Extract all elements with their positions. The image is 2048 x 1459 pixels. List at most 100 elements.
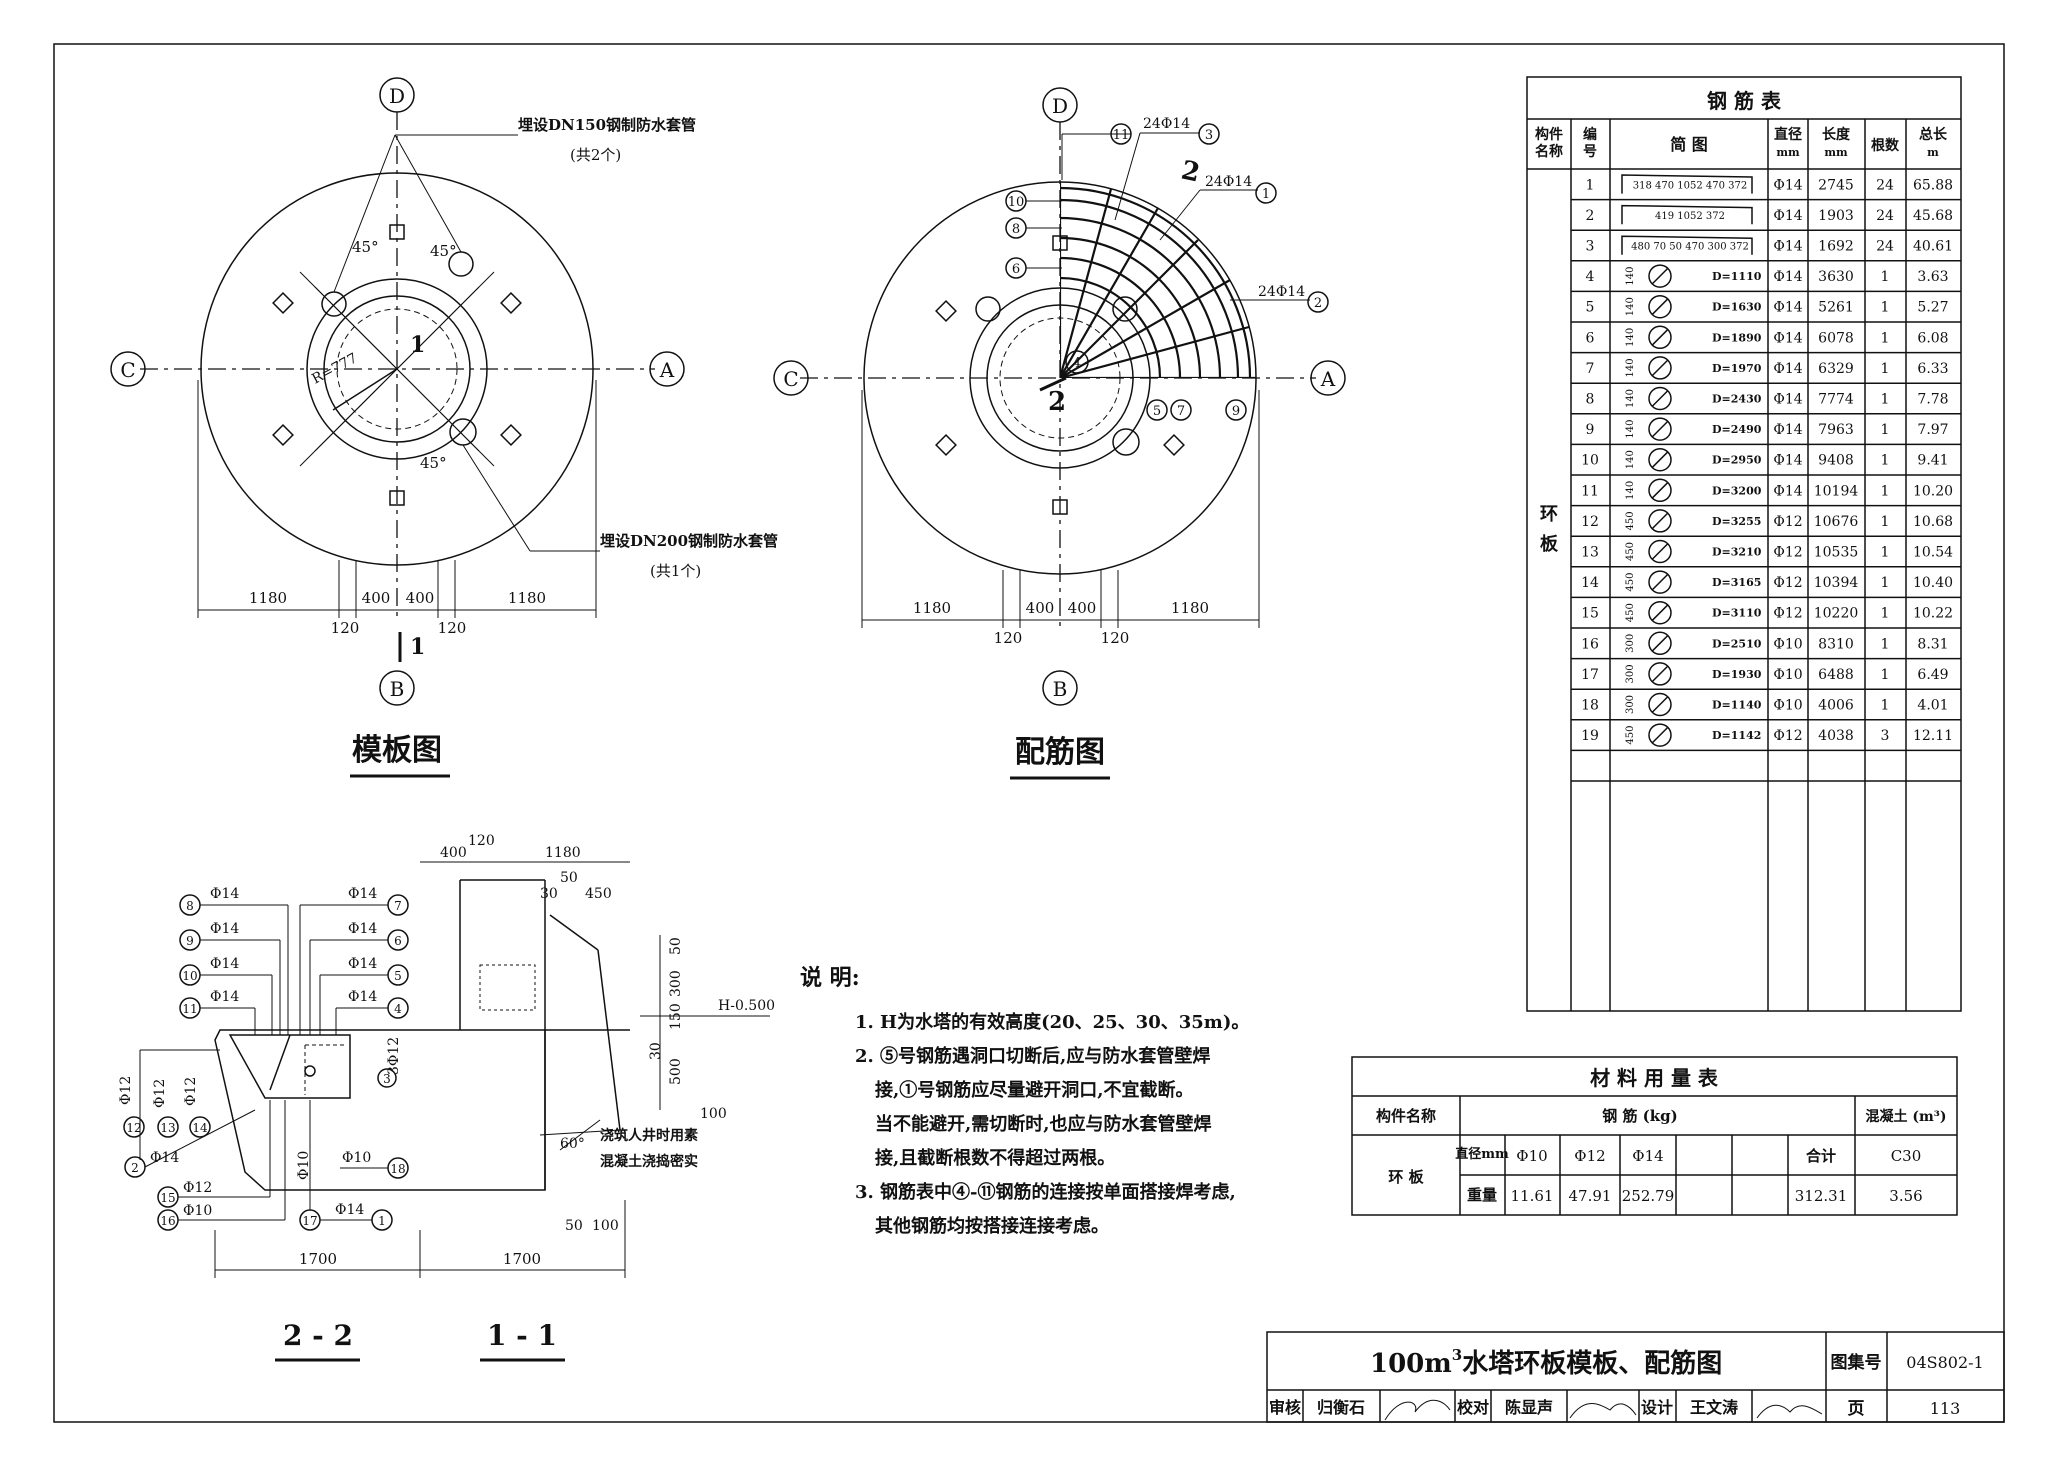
svg-text:1: 1 [410,634,425,660]
rebar-axis-label-d: D [1052,94,1068,118]
svg-text:1180: 1180 [508,589,546,607]
svg-text:11: 11 [182,1002,197,1016]
axis-label-d: D [389,84,405,108]
svg-text:1180: 1180 [913,599,951,617]
svg-text:1180: 1180 [1171,599,1209,617]
svg-text:9: 9 [1232,404,1240,419]
svg-text:1180: 1180 [249,589,287,607]
row-no: 4 [1586,269,1595,285]
section-left-callouts: 8 Φ14 9 Φ14 10 Φ14 11 Φ14 [179,886,289,1035]
note-dn150: 埋设DN150钢制防水套管 [518,116,696,134]
material-table-title: 材 料 用 量 表 [1590,1066,1719,1090]
svg-text:11.61: 11.61 [1511,1187,1554,1205]
rebar-section-mark-bottom: 2 [1048,387,1066,417]
col-member: 构件名称 [1535,126,1563,160]
svg-text:Φ12: Φ12 [183,1077,199,1106]
row-total: 7.78 [1917,392,1948,408]
row-total: 65.88 [1913,177,1953,193]
row-length: 10194 [1814,483,1859,499]
row-no: 1 [1586,177,1595,193]
row-total: 8.31 [1917,636,1948,652]
row-diameter: Φ12 [1773,728,1802,744]
row-total: 40.61 [1913,239,1953,255]
svg-text:校对: 校对 [1457,1398,1489,1417]
signature-check [1569,1403,1637,1419]
svg-text:归衡石: 归衡石 [1317,1398,1365,1417]
row-ring-diameter: D=1142 [1712,729,1761,742]
svg-text:Φ14: Φ14 [348,989,377,1005]
svg-text:陈显声: 陈显声 [1505,1398,1553,1417]
row-ring-diameter: D=2950 [1712,454,1762,467]
row-ring-diameter: D=3210 [1712,546,1762,559]
drawing-title: 100m3水塔环板模板、配筋图 [1370,1346,1722,1379]
note-3a: 3. 钢筋表中④-⑪钢筋的连接按单面搭接焊考虑, [855,1181,1236,1203]
section-view: 50 300 150 30 500 100 H-0.500 60° 浇筑人井时用… [118,833,775,1362]
svg-text:Φ10: Φ10 [296,1151,312,1180]
page-number: 113 [1930,1399,1961,1418]
row-length: 10676 [1814,514,1859,530]
row-sketch-dims: 419 1052 372 [1655,211,1725,222]
svg-text:450: 450 [585,886,612,902]
member-huanban: 环板 [1540,504,1559,555]
material-table: 材 料 用 量 表 构件名称 钢 筋 (kg) 混凝土 (m³) 环 板 直径m… [1351,1056,1958,1216]
row-ring-diameter: D=1890 [1712,331,1762,344]
row-sketch-dim: 140 [1625,389,1636,408]
ring-sketch-icon [1648,570,1672,594]
section-slab-2-2 [214,1029,546,1191]
svg-text:Φ10: Φ10 [183,1203,212,1219]
svg-text:3: 3 [383,1072,391,1086]
svg-text:构件名称: 构件名称 [1376,1107,1436,1125]
row-diameter: Φ12 [1773,514,1802,530]
svg-text:Φ12: Φ12 [1574,1147,1605,1165]
note-3b: 其他钢筋均按搭接连接考虑。 [875,1215,1109,1237]
row-total: 10.40 [1913,575,1953,591]
row-sketch-dim: 140 [1625,420,1636,439]
svg-text:2: 2 [131,1161,139,1175]
svg-text:120: 120 [1101,629,1130,647]
row-count: 1 [1881,483,1890,499]
row-no: 5 [1586,300,1595,316]
axis-bubble-b [379,670,415,706]
ring-sketch-icon [1648,264,1672,288]
row-total: 10.20 [1913,483,1953,499]
svg-text:500: 500 [668,1058,684,1085]
row-diameter: Φ12 [1773,606,1802,622]
svg-text:50: 50 [565,1218,583,1234]
svg-text:钢 筋 (kg): 钢 筋 (kg) [1602,1107,1678,1125]
row-no: 15 [1581,606,1599,622]
svg-text:1180: 1180 [545,845,581,861]
svg-text:8: 8 [1012,222,1020,237]
rebar-view: D C A B 24Φ14 24Φ14 24Φ14 11 3 1 10 8 6 … [773,87,1346,780]
rebar-label-24phi14-a: 24Φ14 [1143,116,1190,132]
svg-text:7: 7 [1177,404,1185,419]
row-sketch-dim: 450 [1625,573,1636,592]
svg-text:2: 2 [1314,296,1322,311]
row-count: 1 [1881,698,1890,714]
svg-text:1700: 1700 [299,1250,337,1268]
row-total: 9.41 [1917,453,1948,469]
angle-60: 60° [560,1136,585,1152]
ring-sketch-icon [1648,692,1672,717]
svg-text:7: 7 [394,899,402,913]
svg-text:总长m: 总长m [1919,126,1948,159]
svg-text:14: 14 [192,1121,208,1135]
row-diameter: Φ14 [1773,208,1802,224]
svg-text:1: 1 [1262,187,1270,202]
svg-text:252.79: 252.79 [1622,1187,1675,1205]
note-2d: 接,且截断根数不得超过两根。 [875,1147,1115,1169]
svg-text:10: 10 [182,969,197,983]
svg-text:Φ14: Φ14 [335,1202,364,1218]
ring-sketch-icon [1648,447,1672,472]
svg-text:18: 18 [390,1162,405,1176]
svg-text:页: 页 [1848,1399,1865,1419]
row-total: 7.97 [1917,422,1948,438]
row-ring-diameter: D=3165 [1712,576,1761,589]
svg-text:Φ14: Φ14 [210,886,239,902]
row-ring-diameter: D=2510 [1712,637,1762,650]
angle-label-1: 45° [352,238,379,256]
row-length: 7774 [1818,392,1854,408]
axis-bubble-a [649,351,685,387]
rebar-label-24phi14-b: 24Φ14 [1205,174,1252,190]
svg-text:12: 12 [126,1121,141,1135]
svg-text:Φ14: Φ14 [348,956,377,972]
